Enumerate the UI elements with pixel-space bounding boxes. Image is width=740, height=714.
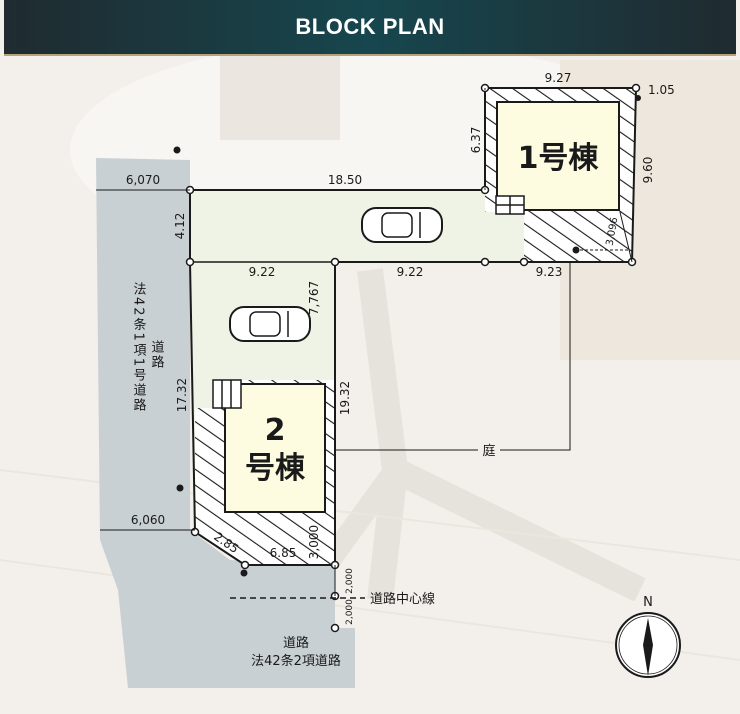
north-label: N [643,595,653,610]
dim-4-12: 4.12 [173,213,187,240]
dim-2-000-lower: 2,000 [345,599,355,625]
dim-6-85: 6.85 [270,546,297,560]
header-bar: BLOCK PLAN [4,0,736,56]
road-left [96,158,335,688]
garden-label: 庭 [482,443,495,459]
page-title: BLOCK PLAN [295,14,445,39]
dim-18-50: 18.50 [328,173,362,187]
dim-17-32: 17.32 [175,378,189,412]
dim-9-22-right: 9.22 [397,265,424,279]
north-compass: N [615,595,681,678]
dim-3-000: 3,000 [307,525,321,559]
road-bottom-label-2: 法42条2項道路 [251,653,341,669]
compass-needle-icon [643,618,653,676]
dim-2-000-upper: 2,000 [345,568,355,594]
dim-9-27: 9.27 [545,71,572,85]
car-middle [229,306,311,342]
house1-body [496,101,620,211]
road-center-line-label: 道路中心線 [370,591,435,607]
house2-entrance-steps [212,379,242,409]
dim-9-23: 9.23 [536,265,563,279]
dim-19-32: 19.32 [338,381,352,415]
dim-6-37: 6.37 [469,127,483,154]
dim-6-070: 6,070 [126,173,160,187]
road-bottom [215,628,355,688]
dim-6-060: 6,060 [131,513,165,527]
garden-leader [335,262,571,451]
dim-1-05: 1.05 [648,83,675,97]
house2-body [224,383,326,513]
dim-7-767: 7,767 [307,281,321,315]
road-bottom-label-1: 道路 [283,635,309,651]
survey-points [173,95,641,577]
house1-entrance-steps [495,195,525,215]
dim-line-3096 [619,211,633,263]
road-left-label-2: 道路 [149,340,165,370]
dim-9-22-left: 9.22 [249,265,276,279]
car-top [361,207,443,243]
house2-label-name: 号棟 [245,451,306,486]
dim-3-096: 3,096 [605,217,621,247]
house1-label: 1号棟 [518,141,600,176]
dim-9-60: 9.60 [641,157,655,184]
house2-label-number: 2 [265,413,286,448]
road-left-label: 法42条1項1号道路 [131,282,147,413]
